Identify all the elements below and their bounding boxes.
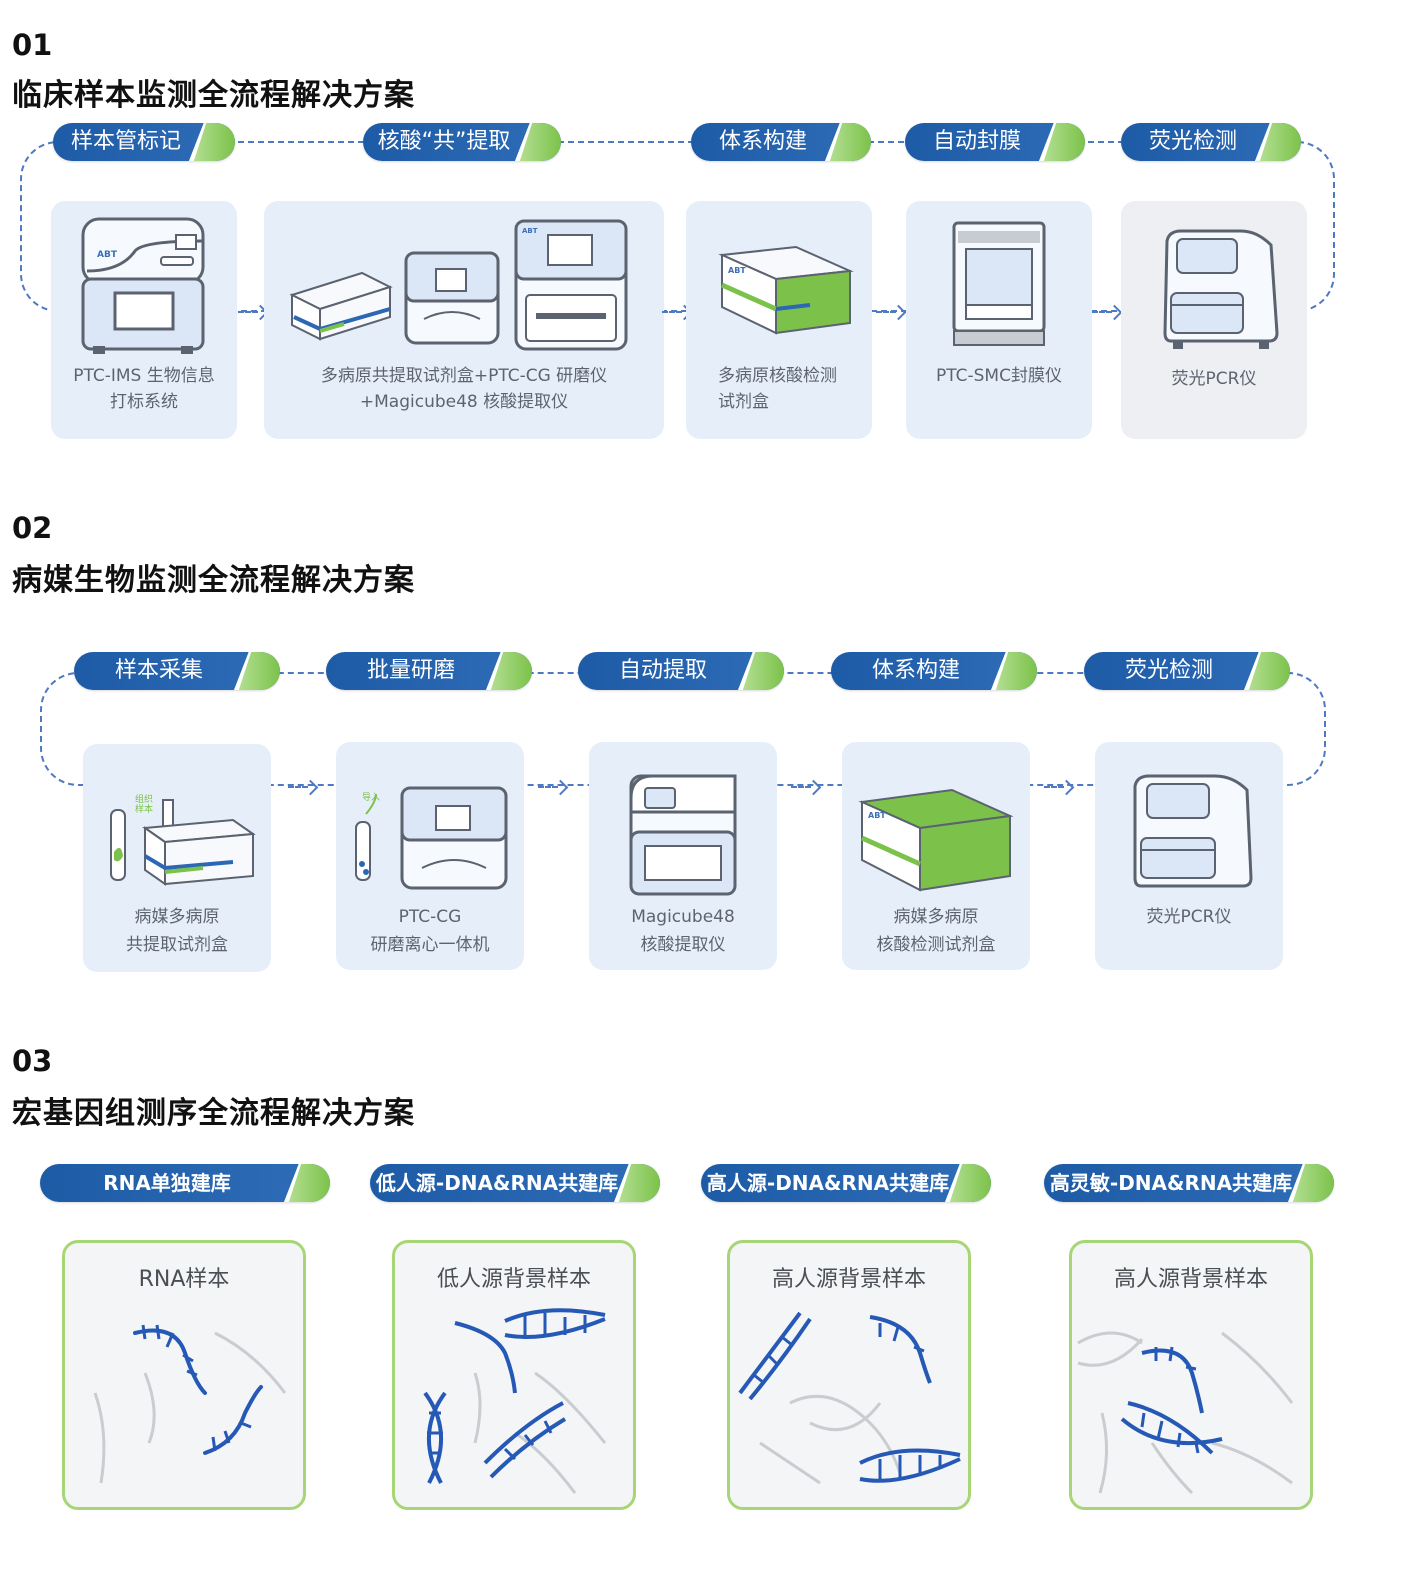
grinder-icon: 导入	[355, 786, 508, 890]
svg-text:样本: 样本	[135, 803, 153, 815]
step-pill: 核酸“共”提取	[363, 123, 561, 161]
product-card: 组织 样本 病媒多病原 共提取试剂盒	[83, 744, 271, 972]
section-1-title: 临床样本监测全流程解决方案	[12, 78, 415, 113]
card-caption: 共提取试剂盒	[126, 935, 228, 955]
kit-box-icon: ABT	[718, 245, 854, 335]
product-card: PTC-SMC封膜仪	[906, 201, 1092, 439]
library-pill: 高灵敏-DNA&RNA共建库	[1044, 1164, 1334, 1202]
card-caption: PTC-CG	[398, 907, 462, 927]
card-caption: PTC-IMS 生物信息	[73, 366, 215, 386]
card-caption: 多病原核酸检测	[718, 366, 837, 386]
product-card: Magicube48 核酸提取仪	[589, 742, 777, 970]
card-caption: 试剂盒	[718, 392, 769, 412]
tile-title: 低人源背景样本	[436, 1267, 591, 1292]
card-caption: 打标系统	[110, 392, 178, 412]
library-pill: RNA单独建库	[40, 1164, 330, 1202]
product-card: 荧光PCR仪	[1095, 742, 1283, 970]
pcr-instrument-icon	[1133, 774, 1253, 888]
step-pill: 荧光检测	[1121, 123, 1301, 161]
dna-icon	[738, 1311, 961, 1485]
card-caption: 病媒多病原	[134, 907, 220, 927]
product-card: ABT 病媒多病原 核酸检测试剂盒	[842, 742, 1030, 970]
card-caption: Magicube48	[631, 907, 735, 927]
sealer-icon	[952, 221, 1046, 346]
product-card: ABT PTC-IMS 生物信息 打标系统	[51, 201, 237, 439]
product-card: 荧光PCR仪	[1121, 201, 1307, 439]
sample-tile: 高人源背景样本	[1069, 1240, 1313, 1510]
sample-tile: 高人源背景样本	[727, 1240, 971, 1510]
vector-kit-icon: 组织 样本	[110, 793, 256, 886]
product-card: ABT 多病原共提取试剂盒+PTC-CG 研磨仪 +Magicube48 核酸提…	[264, 201, 664, 439]
step-pill: 体系构建	[691, 123, 871, 161]
product-card: 导入 PTC-CG 研磨离心一体机	[336, 742, 524, 970]
svg-text:ABT: ABT	[868, 811, 886, 820]
step-pill: 样本管标记	[53, 123, 235, 161]
card-caption: 病媒多病原	[893, 907, 979, 927]
section-1-number: 01	[12, 28, 53, 62]
arrow-right-icon	[876, 305, 906, 319]
labeling-system-icon: ABT	[81, 217, 205, 354]
svg-text:组织: 组织	[135, 793, 153, 805]
svg-text:ABT: ABT	[522, 227, 538, 235]
library-pill: 高人源-DNA&RNA共建库	[701, 1164, 991, 1202]
arrow-right-icon	[288, 780, 318, 794]
card-caption: 多病原共提取试剂盒+PTC-CG 研磨仪	[320, 366, 608, 386]
arrow-right-icon	[538, 780, 568, 794]
step-pill: 自动提取	[578, 652, 784, 690]
tile-title: 高人源背景样本	[1113, 1267, 1268, 1292]
card-caption: 核酸检测试剂盒	[876, 935, 996, 955]
arrow-right-icon	[791, 780, 821, 794]
pcr-instrument-icon	[1163, 229, 1279, 349]
sample-tile: 低人源背景样本	[392, 1240, 636, 1510]
arrow-right-icon	[1092, 305, 1122, 319]
library-pill: 低人源-DNA&RNA共建库	[370, 1164, 660, 1202]
arrow-right-icon	[1044, 780, 1074, 794]
svg-text:导入: 导入	[362, 792, 380, 803]
card-caption: PTC-SMC封膜仪	[936, 366, 1062, 386]
arrow-right-icon	[662, 305, 692, 319]
dna-icon	[423, 1308, 607, 1494]
card-caption: 核酸提取仪	[640, 935, 726, 955]
tile-title: RNA样本	[138, 1267, 230, 1292]
step-pill: 自动封膜	[905, 123, 1085, 161]
step-pill: 荧光检测	[1084, 652, 1290, 690]
card-caption: +Magicube48 核酸提取仪	[359, 392, 569, 412]
section-2-number: 02	[12, 511, 53, 545]
step-pill: 体系构建	[831, 652, 1037, 690]
extractor-icon	[629, 774, 737, 896]
card-caption: 研磨离心一体机	[370, 935, 490, 955]
step-pill: 样本采集	[74, 652, 280, 690]
sample-tile: RNA样本	[62, 1240, 306, 1510]
section-3-number: 03	[12, 1044, 53, 1078]
section-3-title: 宏基因组测序全流程解决方案	[12, 1096, 415, 1131]
svg-text:ABT: ABT	[97, 250, 118, 260]
kit-box-icon: ABT	[858, 788, 1014, 892]
extraction-instruments-icon: ABT	[289, 219, 628, 351]
dna-icon	[93, 1324, 287, 1484]
card-caption: 荧光PCR仪	[1171, 369, 1257, 389]
svg-text:ABT: ABT	[728, 266, 746, 275]
card-caption: 荧光PCR仪	[1146, 907, 1232, 927]
product-card: ABT 多病原核酸检测 试剂盒	[686, 201, 872, 439]
section-2-title: 病媒生物监测全流程解决方案	[12, 563, 415, 598]
tile-title: 高人源背景样本	[771, 1267, 926, 1292]
arrow-right-icon	[238, 305, 268, 319]
dna-icon	[1077, 1331, 1294, 1495]
step-pill: 批量研磨	[326, 652, 532, 690]
